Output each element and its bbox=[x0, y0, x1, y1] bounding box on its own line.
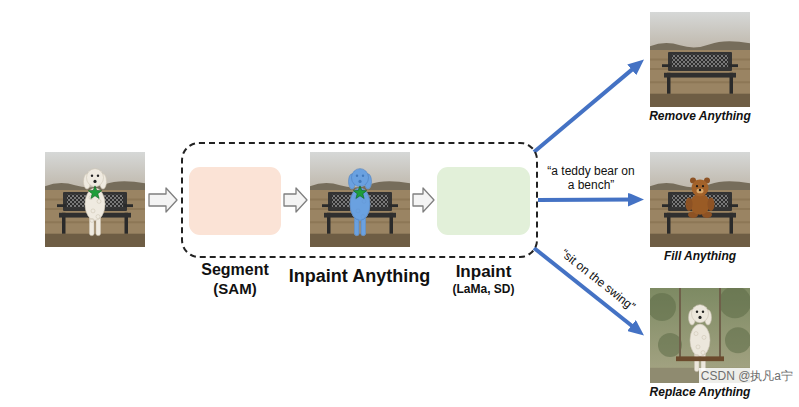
bear-head bbox=[692, 180, 709, 197]
fur-curl bbox=[97, 199, 101, 203]
bench-armrest bbox=[662, 204, 671, 207]
fur-curl bbox=[701, 351, 705, 355]
dog-head bbox=[87, 169, 104, 187]
bench-armrest bbox=[662, 64, 671, 67]
bear-nose bbox=[699, 189, 701, 191]
dog-figure bbox=[349, 169, 372, 236]
bench-backrest bbox=[668, 52, 732, 71]
fur-curl bbox=[694, 332, 698, 336]
dog-figure bbox=[84, 169, 107, 236]
watermark: CSDN @执凡a宁 bbox=[699, 368, 795, 385]
field-stripe bbox=[45, 221, 145, 223]
flow-connector bbox=[538, 198, 636, 202]
dog-head bbox=[352, 169, 369, 187]
box-title: Inpaint bbox=[456, 261, 512, 282]
swing-rope bbox=[719, 288, 721, 358]
box-subtitle: (LaMa, SD) bbox=[452, 282, 514, 297]
fur-curl bbox=[90, 218, 94, 222]
bear-eye bbox=[702, 185, 704, 187]
click-point-star bbox=[353, 186, 366, 199]
dog-figure bbox=[349, 169, 372, 236]
fur-curl bbox=[96, 215, 100, 219]
dog-eye bbox=[91, 175, 93, 177]
bear-arm bbox=[708, 198, 715, 211]
fur-curl bbox=[696, 345, 700, 349]
prompt-label: “sit on the swing” bbox=[557, 245, 640, 315]
field-stripe bbox=[310, 221, 410, 223]
output-photo bbox=[650, 12, 750, 107]
image-caption: Remove Anything bbox=[641, 109, 759, 123]
bench-armrest bbox=[729, 64, 738, 67]
process-box: Inpaint(LaMa, SD) bbox=[437, 167, 530, 235]
foreground-ground bbox=[310, 234, 410, 247]
blurred-foliage bbox=[650, 293, 676, 321]
bench-armrest bbox=[389, 204, 398, 207]
bench-lattice bbox=[672, 55, 728, 67]
field-stripe bbox=[650, 221, 750, 223]
group-title: Inpaint Anything bbox=[183, 266, 536, 287]
image-caption: Fill Anything bbox=[641, 249, 759, 263]
output-image: Remove Anything bbox=[641, 12, 759, 123]
swing-seat bbox=[676, 356, 724, 361]
bear-arm bbox=[686, 198, 693, 211]
flow-arrow bbox=[149, 188, 177, 212]
process-box: Segment(SAM) bbox=[189, 167, 281, 235]
box-title: Segment bbox=[201, 260, 269, 280]
dog-eye bbox=[97, 175, 99, 177]
flow-arrow bbox=[413, 188, 434, 212]
box-subtitle: (SAM) bbox=[213, 280, 256, 299]
dog-eye bbox=[702, 311, 704, 313]
dog-head bbox=[692, 305, 709, 323]
segmentation-mask bbox=[349, 169, 372, 236]
input-photo bbox=[45, 152, 145, 247]
bench-armrest bbox=[57, 204, 66, 207]
click-point-star bbox=[88, 186, 101, 199]
pipeline-group: Segment(SAM)Inpaint(LaMa, SD)Inpaint Any… bbox=[181, 142, 538, 258]
foreground-ground bbox=[650, 94, 750, 107]
bear-eye bbox=[696, 185, 698, 187]
bear-body bbox=[690, 194, 710, 215]
bear-muzzle bbox=[697, 189, 704, 194]
image-caption: Replace Anything bbox=[641, 385, 759, 399]
bench-seat bbox=[664, 73, 736, 78]
fur-curl bbox=[91, 209, 95, 213]
bench-armrest bbox=[322, 204, 331, 207]
blurred-foliage bbox=[719, 288, 750, 318]
field-stripe bbox=[650, 81, 750, 83]
dog-body bbox=[690, 324, 710, 356]
flow-arrow bbox=[284, 188, 307, 212]
dog-nose bbox=[698, 316, 701, 319]
foreground-ground bbox=[650, 234, 750, 247]
output-image: Fill Anything bbox=[641, 152, 759, 263]
dog-eye bbox=[696, 311, 698, 313]
prompt-label: “a teddy bear on a bench” bbox=[543, 164, 639, 193]
bench-armrest bbox=[729, 204, 738, 207]
swing-rope bbox=[679, 288, 681, 358]
output-photo bbox=[650, 152, 750, 247]
dog-nose bbox=[93, 180, 96, 183]
sky bbox=[650, 12, 750, 52]
blurred-foliage bbox=[725, 327, 750, 353]
blurred-foliage bbox=[658, 333, 682, 357]
dog-figure bbox=[689, 305, 712, 372]
field bbox=[650, 50, 750, 107]
flow-connector bbox=[534, 65, 638, 152]
teddy-bear bbox=[686, 178, 715, 219]
foreground-ground bbox=[45, 234, 145, 247]
fur-curl bbox=[702, 335, 706, 339]
masked-photo bbox=[310, 152, 410, 247]
field bbox=[650, 190, 750, 247]
dog-head bbox=[352, 169, 369, 187]
bench-armrest bbox=[124, 204, 133, 207]
